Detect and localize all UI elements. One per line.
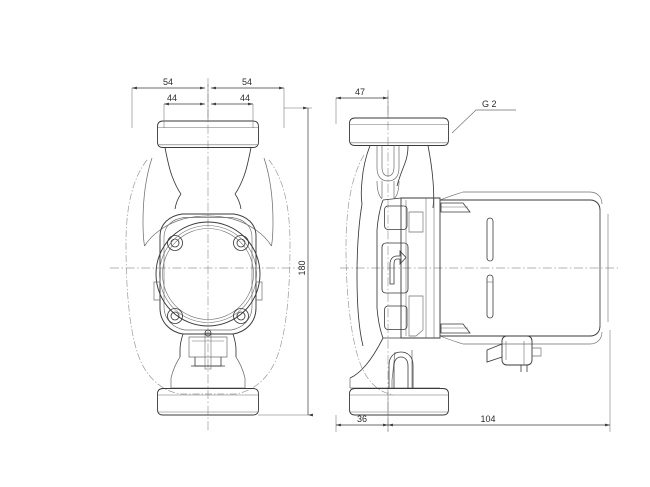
front-vent-plug xyxy=(188,329,228,370)
front-bottom-flange xyxy=(157,388,259,416)
side-lower-panel-button[interactable] xyxy=(384,305,408,330)
side-upper-shoulder xyxy=(360,145,435,209)
side-cable-connector xyxy=(486,335,542,372)
side-flow-arrow-key[interactable] xyxy=(381,242,409,294)
side-base-arch xyxy=(388,351,414,388)
dim-label-44-right: 44 xyxy=(240,93,250,103)
front-body-phantom-outline xyxy=(125,159,291,395)
side-body-phantom-outline xyxy=(345,154,395,396)
bolt-boss-top-left xyxy=(167,235,183,251)
front-lower-neck xyxy=(179,333,237,357)
dim-label-180: 180 xyxy=(297,260,307,275)
dim-label-47: 47 xyxy=(355,87,365,97)
side-view-dimensions: 47 36 104 G 2 xyxy=(335,87,611,432)
bolt-boss-top-right xyxy=(233,235,249,251)
side-view xyxy=(340,90,618,432)
front-flange-side-lugs xyxy=(153,281,263,301)
side-control-pockets xyxy=(408,211,424,337)
side-upper-panel-button[interactable] xyxy=(384,205,408,230)
flow-arrow-icon xyxy=(389,249,407,285)
dim-label-36: 36 xyxy=(357,414,367,424)
front-motor-flange-inner-edge xyxy=(163,217,253,331)
side-motor-vent-slots xyxy=(486,217,494,319)
side-view-centerlines xyxy=(340,90,618,432)
side-control-box xyxy=(400,197,441,339)
dim-label-104: 104 xyxy=(480,414,495,424)
thread-callout-label: G 2 xyxy=(482,99,497,109)
front-top-flange xyxy=(157,120,259,148)
side-lower-body xyxy=(349,203,384,379)
front-view xyxy=(110,78,300,432)
side-control-facade xyxy=(376,197,402,339)
side-motor-can-seams xyxy=(599,210,609,326)
front-view-dimensions: 54 54 44 44 180 xyxy=(131,77,313,417)
side-top-flange xyxy=(349,117,449,146)
side-throat-passage xyxy=(376,145,400,200)
thread-callout-leader xyxy=(451,109,516,134)
bolt-boss-bottom-left xyxy=(167,308,183,324)
front-motor-circles xyxy=(155,221,261,327)
front-lower-body xyxy=(170,356,246,389)
side-base-transition xyxy=(349,350,440,389)
front-motor-flange-plate xyxy=(159,213,257,335)
dim-label-54-right: 54 xyxy=(242,77,252,87)
front-upper-neck xyxy=(164,147,252,210)
dim-label-54-left: 54 xyxy=(163,77,173,87)
front-view-centerlines xyxy=(110,78,300,432)
dim-label-44-left: 44 xyxy=(167,93,177,103)
bolt-boss-bottom-right xyxy=(233,308,249,324)
side-mounting-clips xyxy=(440,202,471,334)
side-bottom-flange xyxy=(349,388,449,416)
front-bolt-bosses xyxy=(167,235,249,324)
